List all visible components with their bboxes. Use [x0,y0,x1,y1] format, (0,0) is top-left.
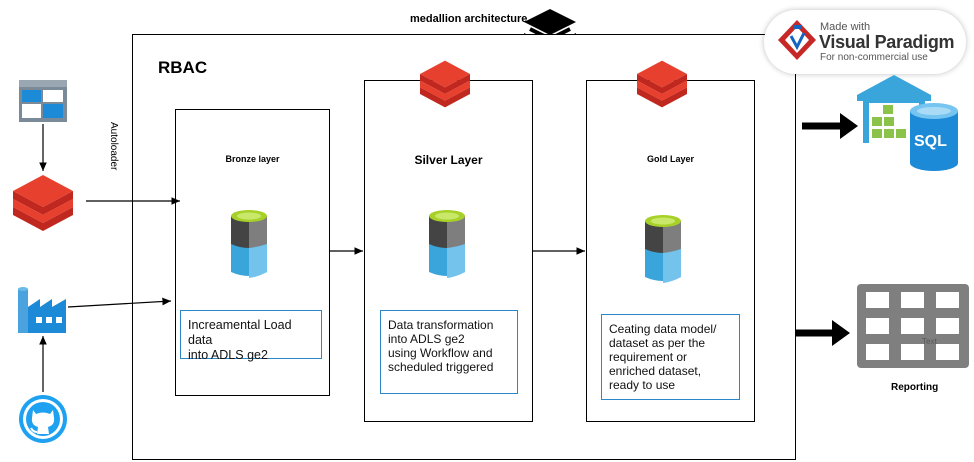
bronze-description: Increamental Load data into ADLS ge2 [180,310,322,362]
rbac-label: RBAC [158,58,208,77]
watermark-line1: Made with [820,21,871,33]
watermark-line3: For non-commercial use [820,52,928,63]
diagram-title: medallion architecture [410,13,528,25]
reporting-label: Reporting [891,382,939,393]
table-grid-icon [857,284,969,368]
visual-paradigm-logo-icon [778,20,816,60]
data-factory-icon [18,287,66,333]
table-text-label: Text [922,337,937,346]
github-icon [19,395,67,443]
watermark-line2: Visual Paradigm [819,32,955,52]
silver-description: Data transformation into ADLS ge2 using … [380,310,518,394]
dashboard-window-icon [19,80,67,122]
autoloader-label: Autoloader [108,122,119,171]
sql-label: SQL [914,133,947,150]
silver-layer-title: Silver Layer [414,153,483,167]
gold-layer-title: Gold Layer [646,154,694,164]
sql-database-icon [910,103,958,171]
bronze-layer-title: Bronze layer [225,154,280,164]
gold-description: Ceating data model/ dataset as per the r… [601,314,740,400]
